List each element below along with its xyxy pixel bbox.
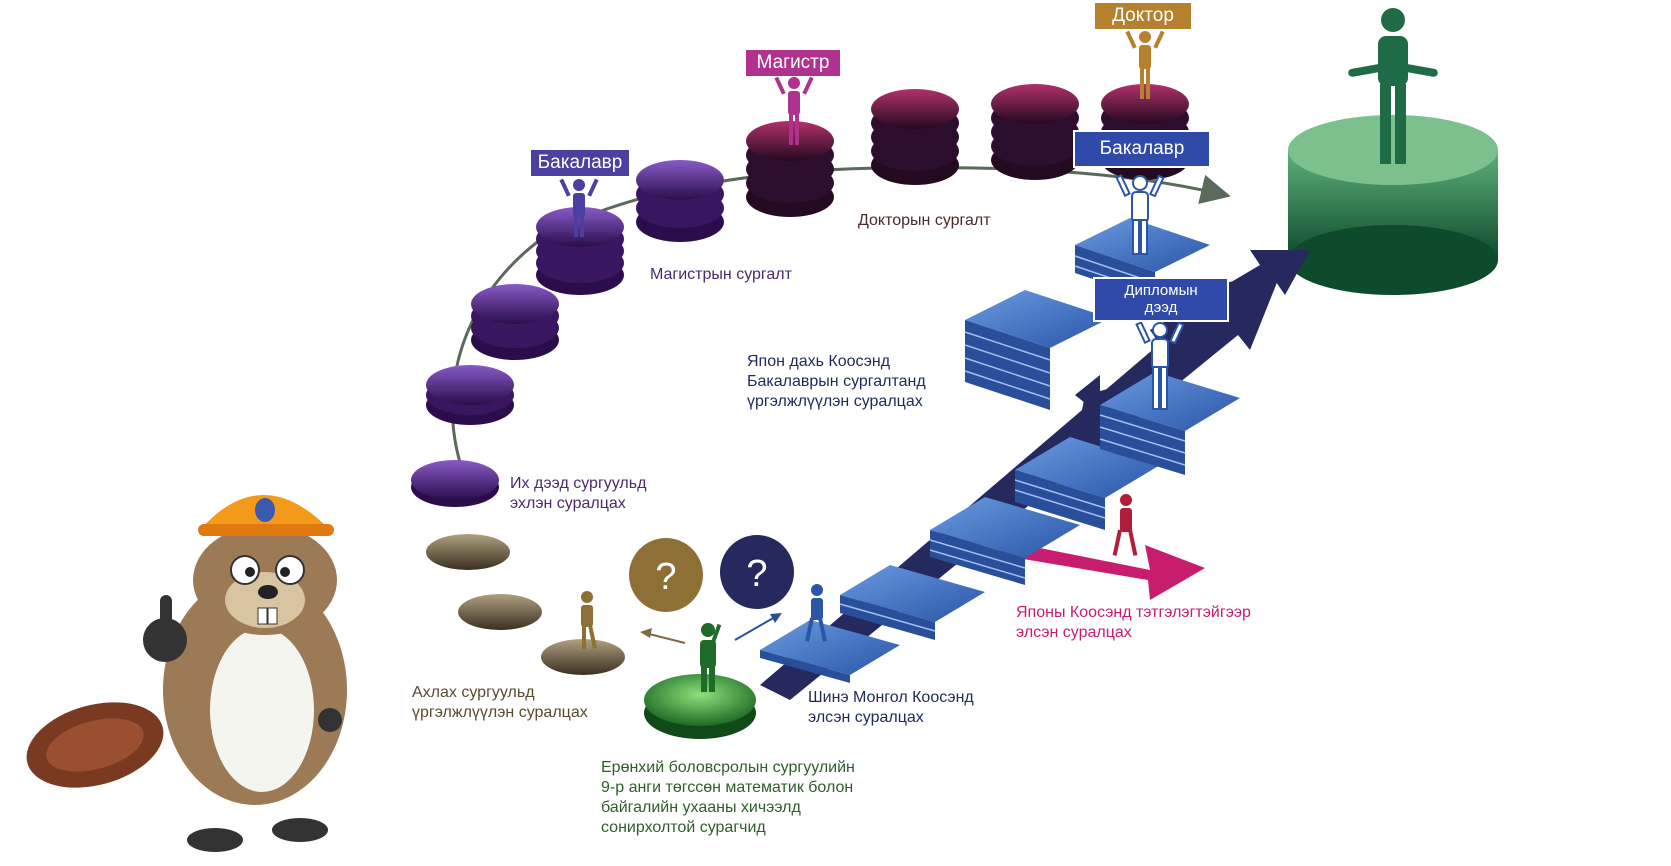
label-japan-kosen-bachelor: Япон дахь Коосэнд Бакалаврын сургалтанд … — [747, 353, 926, 410]
label-school-students: Ерөнхий боловсролын сургуулийн 9-р анги … — [601, 759, 855, 836]
label-new-mongol-kosen: Шинэ Монгол Коосэнд элсэн суралцах — [808, 689, 974, 726]
badge-master: Магистр — [746, 50, 840, 76]
person-icon-master — [774, 76, 814, 145]
school-disc — [644, 674, 756, 739]
person-icon-student — [700, 623, 722, 692]
arrow-to-kosen — [734, 616, 776, 641]
kosen-stairs — [760, 218, 1240, 683]
label-japan-kosen-scholarship: Японы Коосэнд тэтгэлэгтэйгээр элсэн сура… — [1016, 604, 1251, 641]
label-doctor-study: Докторын сургалт — [858, 212, 991, 229]
goal-cylinder — [1288, 115, 1498, 295]
question-mark-left: ? — [655, 556, 676, 598]
question-icon-right — [720, 535, 794, 609]
beaver-mascot — [26, 495, 347, 852]
badge-diploma: Дипломын дээд — [1093, 277, 1229, 322]
person-icon-bachelor-kosen — [1115, 174, 1165, 255]
person-icon-doctor — [1125, 30, 1165, 99]
upper-secondary-discs — [426, 534, 625, 675]
person-icon-kosen-walker — [805, 584, 827, 642]
badge-doctor: Доктор — [1095, 3, 1191, 29]
person-icon-diploma — [1135, 321, 1185, 410]
person-icon-scholarship — [1112, 494, 1138, 556]
label-upper-secondary: Ахлах сургуульд үргэлжлүүлэн суралцах — [412, 684, 588, 721]
person-icon-secondary — [581, 591, 597, 649]
badge-bachelor-university: Бакалавр — [531, 150, 629, 176]
question-icon-left — [629, 538, 703, 612]
arrow-to-secondary — [644, 632, 686, 644]
person-icon-bachelor-univ — [559, 178, 599, 237]
label-university-entry: Их дээд сургуульд эхлэн суралцах — [510, 475, 647, 512]
label-master-study: Магистрын сургалт — [650, 266, 792, 283]
question-mark-right: ? — [746, 553, 767, 595]
arrow-head-icon — [770, 613, 782, 623]
arrow-head-icon — [640, 628, 652, 638]
person-icon-goal — [1348, 8, 1438, 164]
badge-bachelor-kosen: Бакалавр — [1073, 130, 1211, 168]
scholarship-arrow — [1000, 540, 1205, 600]
